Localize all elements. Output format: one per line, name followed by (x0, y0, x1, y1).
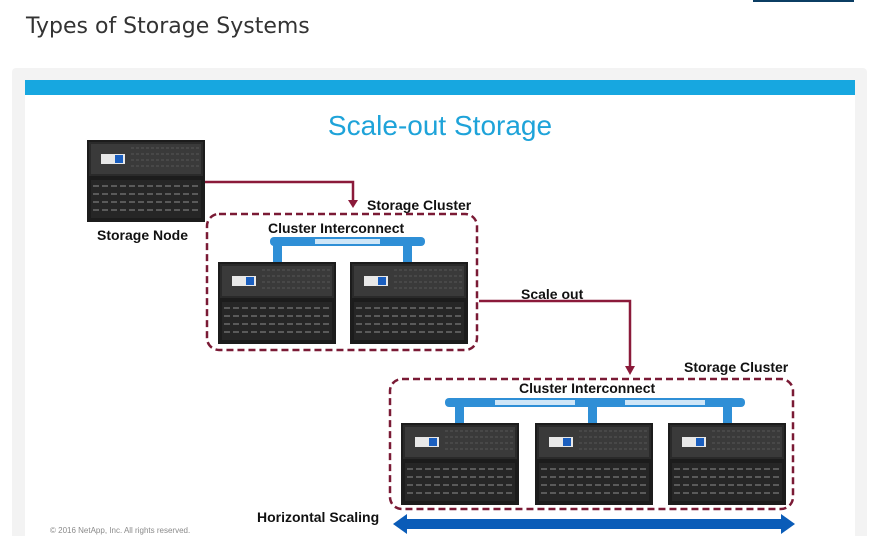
storage-node-server (86, 139, 206, 223)
horizontal-scaling-arrow (405, 519, 783, 529)
scale-out-arrow (479, 299, 632, 368)
horizontal-scaling-right-arrowhead (781, 514, 795, 534)
scale-out-diagram (86, 139, 795, 534)
storage-cluster-1-box (205, 212, 479, 352)
cluster-1-server-1 (217, 261, 337, 345)
copyright-text: © 2016 NetApp, Inc. All rights reserved. (50, 526, 191, 535)
slide-image: Scale-out Storage (25, 80, 855, 536)
storage-cluster-2-box (388, 377, 795, 511)
slide-top-bar (25, 80, 855, 95)
storage-cluster-2-label: Storage Cluster (684, 359, 789, 375)
page-title: Types of Storage Systems (26, 14, 310, 39)
scale-out-label: Scale out (521, 286, 584, 302)
cluster-2-server-2 (534, 422, 654, 506)
node-to-cluster-arrow (205, 180, 355, 202)
slide-title: Scale-out Storage (327, 110, 553, 141)
cluster-interconnect-1-label: Cluster Interconnect (268, 220, 405, 236)
scale-out-arrowhead (625, 366, 635, 375)
node-to-cluster-arrowhead (348, 200, 358, 208)
cluster-interconnect-2-label: Cluster Interconnect (519, 380, 656, 396)
storage-node-label: Storage Node (97, 227, 189, 243)
cluster-2-server-3 (667, 422, 787, 506)
cluster-2-server-1 (400, 422, 520, 506)
storage-cluster-1-label: Storage Cluster (367, 197, 472, 213)
cluster-1-server-2 (349, 261, 469, 345)
top-accent-bar (753, 0, 854, 2)
horizontal-scaling-label: Horizontal Scaling (257, 509, 380, 525)
horizontal-scaling-left-arrowhead (393, 514, 407, 534)
